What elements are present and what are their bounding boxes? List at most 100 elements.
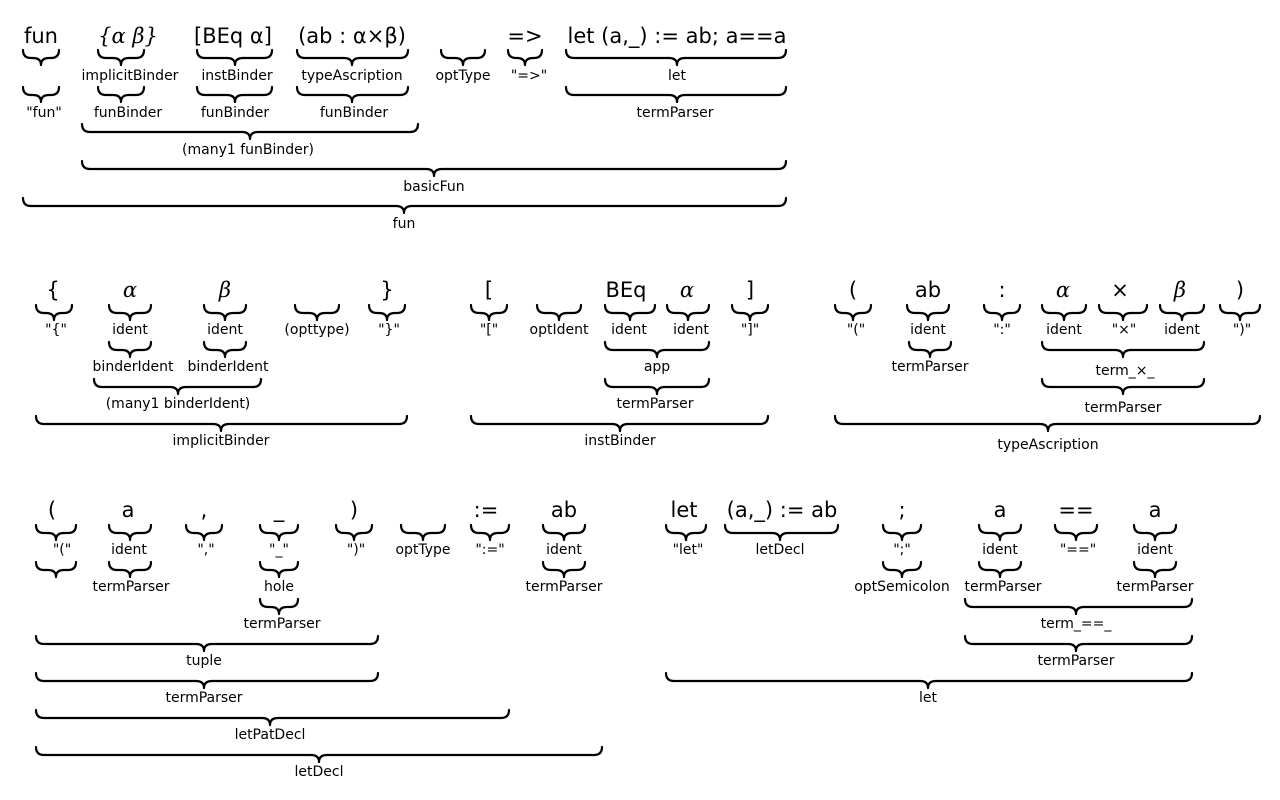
brace [334,523,374,542]
brace [202,340,248,359]
brace [1218,303,1262,322]
label-close-paren: ")" [1233,322,1251,338]
brace [367,303,407,322]
brace [399,523,447,542]
label-term-times: term_×_ [1096,363,1156,379]
diagram-let-decl: ( a , _ ) := ab "(" ident "," [34,498,604,780]
token-close-bracket: ] [746,278,754,302]
braces-d2 [34,303,409,433]
brace [34,708,511,727]
token-close-brace: } [380,278,393,302]
token-arrow: => [507,24,542,48]
brace [833,414,1262,433]
token-implicit-binder: {α β} [98,24,158,48]
brace [293,303,341,322]
brace [1132,560,1178,579]
brace [96,48,146,67]
label-term-parser: termParser [243,616,320,632]
label-opt-type: optType [435,68,490,84]
brace [34,634,380,653]
token-beta: β [218,278,231,302]
brace [603,340,711,359]
brace [202,303,248,322]
label-term-parser: termParser [165,690,242,706]
brace [1040,340,1206,359]
label-ident: ident [112,322,148,338]
token-let: let [671,498,698,522]
brace [977,560,1023,579]
label-term-eqeq: term_==_ [1041,616,1113,632]
label-ident: ident [1137,542,1173,558]
token-comma: , [201,498,208,522]
token-times: × [1111,278,1129,302]
brace [258,597,300,616]
token-ab: ab [551,498,577,522]
brace [295,48,410,67]
label-binder-ident: binderIdent [188,359,269,375]
label-inst-binder: instBinder [584,433,655,449]
label-semicolon: ";" [893,542,911,558]
braces-d3 [469,303,770,433]
label-term-parser: termParser [1084,400,1161,416]
brace [664,523,708,542]
token-open-brace: { [46,278,59,302]
label-close-brace: "}" [378,322,400,338]
token-a: a [1149,498,1162,522]
brace [469,414,770,433]
token-inst-binder: [BEq α] [194,24,272,48]
token-alpha: α [680,278,694,302]
brace [258,560,300,579]
brace [541,560,587,579]
brace [665,303,711,322]
label-ident: ident [673,322,709,338]
brace [295,85,410,104]
label-let-decl: letDecl [295,764,344,780]
label-many1-binder-ident: (many1 binderIdent) [106,396,251,412]
brace [34,523,78,542]
label-opt-type: optType [395,542,450,558]
brace [881,560,923,579]
token-beta: β [1173,278,1186,302]
brace [564,48,788,67]
label-inst-binder: instBinder [201,68,272,84]
token-let-decl: (a,_) := ab [727,498,838,523]
brace [1053,523,1099,542]
token-type-ascription: (ab : α×β) [298,24,406,48]
label-ident: ident [546,542,582,558]
brace [258,523,300,542]
brace [963,634,1194,653]
token-fun: fun [24,24,58,48]
brace [107,340,153,359]
diagram-implicit-binder: { α β } "{" ident ident (opttype) "}" bi… [34,278,409,449]
brace [603,377,711,396]
braces-d6 [664,523,1194,690]
brace [982,303,1022,322]
label-ident: ident [611,322,647,338]
token-a: a [122,498,135,522]
braces-d1 [21,48,788,215]
label-ident: ident [111,542,147,558]
brace [1040,303,1088,322]
brace [34,671,380,690]
label-comma: "," [197,542,214,558]
brace [107,560,153,579]
label-binder-ident: binderIdent [93,359,174,375]
label-opt-type: (opttype) [284,322,349,338]
brace [34,745,604,764]
label-close-bracket: "]" [741,322,759,338]
braces-d4 [833,303,1262,433]
label-term-parser: termParser [525,579,602,595]
brace [1132,523,1178,542]
brace [730,303,770,322]
brace [1158,303,1206,322]
brace [881,523,923,542]
label-ident: ident [982,542,1018,558]
token-underscore: _ [273,498,285,523]
label-ident: ident [207,322,243,338]
brace [963,597,1194,616]
label-term-parser: termParser [1116,579,1193,595]
brace [96,85,146,104]
label-open-bracket: "[" [480,322,498,338]
label-tuple: tuple [186,653,222,669]
